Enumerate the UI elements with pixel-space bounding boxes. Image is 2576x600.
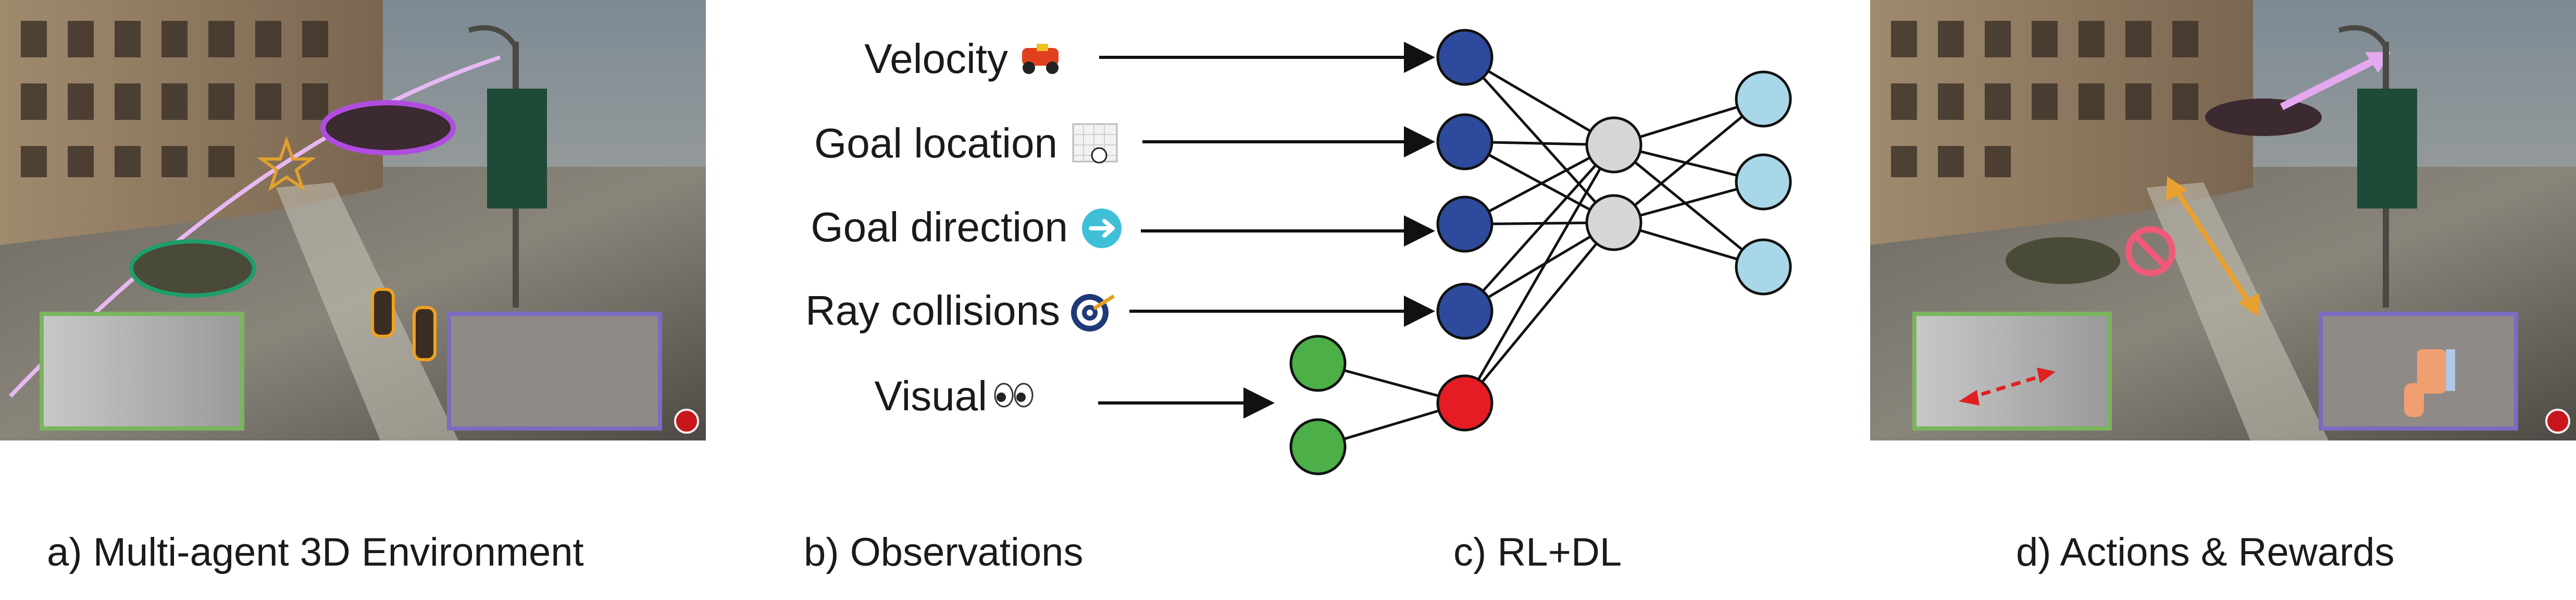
inset-camera-view: [447, 312, 662, 431]
output-node: [1735, 70, 1792, 128]
caption-a: a) Multi-agent 3D Environment: [47, 530, 584, 574]
motion-arrowhead-right: [2037, 368, 2056, 383]
motion-arrowhead-left: [1959, 390, 1980, 406]
cnn-input-node: [1289, 335, 1347, 392]
obs-goal-location-label: Goal location: [814, 120, 1057, 166]
thumbs-down-icon: [2404, 349, 2455, 417]
crosswalk: [276, 182, 458, 440]
cnn-output-node: [1436, 374, 1494, 432]
obs-velocity-label: Velocity: [864, 35, 1008, 82]
banner-sign-d: [2357, 89, 2417, 209]
edge-to-hidden: [1464, 222, 1615, 404]
caption-d: d) Actions & Rewards: [2016, 530, 2395, 574]
network-edges: [1317, 56, 1764, 448]
caption-b: b) Observations: [804, 530, 1083, 574]
hidden-node: [1585, 194, 1642, 251]
inset-depth-view: [40, 312, 244, 431]
scene-building: [0, 0, 383, 245]
building-windows: [21, 21, 328, 177]
no-sign-icon: [2125, 226, 2175, 276]
goal-star-icon: [256, 136, 317, 192]
obs-ray-collisions-label: Ray collisions: [805, 287, 1060, 334]
panel-environment: [0, 0, 706, 440]
drone-action-arrow: [2280, 56, 2378, 111]
edge-to-hidden: [1464, 144, 1615, 312]
input-node: [1436, 195, 1494, 253]
eyes-icon: [994, 383, 1034, 408]
edge-to-output: [1613, 144, 1764, 268]
record-icon-d: [2545, 409, 2570, 434]
pedestrians-highlight: [371, 288, 437, 361]
building-windows-d: [1891, 21, 2198, 177]
edge-to-hidden: [1464, 56, 1615, 146]
input-node: [1436, 283, 1494, 340]
edge-to-hidden: [1464, 221, 1615, 313]
obs-visual-label: Visual: [875, 373, 987, 419]
caption-c: c) RL+DL: [1453, 530, 1622, 574]
crosswalk-d: [2146, 182, 2329, 440]
motion-arrow: [1965, 372, 2048, 401]
street-lamp-arm-d: [2338, 25, 2388, 48]
cnn-input-node: [1289, 418, 1347, 475]
drone-d: [2205, 99, 2322, 136]
action-arrow-vertical: [2172, 186, 2253, 307]
edge-to-hidden: [1463, 144, 1615, 404]
action-arrowhead-up: [2166, 176, 2188, 201]
drone-highlight: [320, 100, 456, 155]
input-node: [1436, 29, 1494, 86]
arrow-circle-icon: [1082, 209, 1122, 248]
obs-goal-direction-label: Goal direction: [811, 204, 1068, 250]
street-lamp-arm: [468, 25, 518, 48]
banner-sign: [487, 89, 547, 209]
target-icon: [1071, 294, 1115, 332]
car-d: [2006, 237, 2120, 284]
scene-building-d: [1870, 0, 2253, 245]
panel-observations: Velocity Goal location Goal direction Ra…: [805, 35, 1435, 419]
panel-actions-rewards: [1870, 0, 2576, 440]
record-icon: [674, 409, 699, 434]
panel-network: [1289, 29, 1792, 475]
output-node: [1735, 238, 1792, 296]
edge-to-output: [1613, 98, 1764, 224]
input-node: [1436, 113, 1494, 170]
car-highlight: [129, 239, 256, 298]
hidden-node: [1585, 116, 1642, 174]
soccer-goal-icon: [1072, 123, 1118, 164]
edge-to-hidden: [1464, 56, 1615, 224]
output-node: [1735, 153, 1792, 211]
race-car-icon: [1022, 44, 1059, 74]
action-arrowhead-down: [2238, 293, 2260, 317]
inset-depth-view-d: [1912, 312, 2112, 431]
network-nodes: [1289, 29, 1792, 475]
